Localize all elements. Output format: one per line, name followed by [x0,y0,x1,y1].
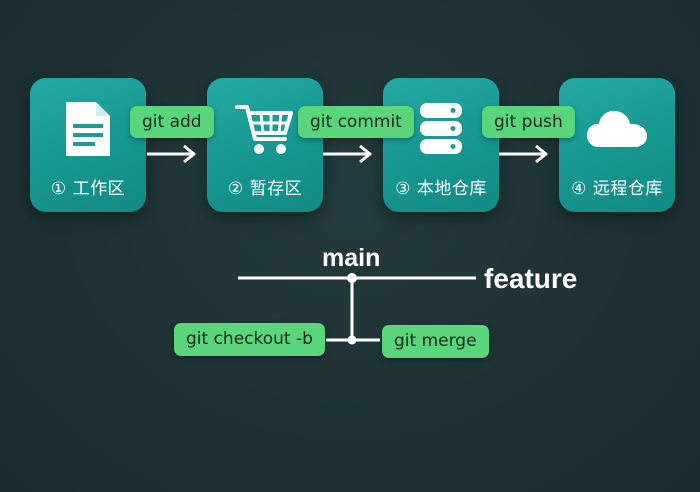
main-branch-label: main [322,244,381,272]
stage-remote-repository: ④ 远程仓库 [559,78,675,212]
git-add-command: git add [130,106,214,138]
cloud-icon [559,100,675,158]
arrow-right-icon [147,144,196,164]
document-icon [30,100,146,158]
stage-label: ④ 远程仓库 [571,179,663,199]
stage-local-repository: ③ 本地仓库 [383,78,499,212]
git-commit-command: git commit [298,106,414,138]
stage-label: ② 暂存区 [227,179,303,199]
git-checkout-command: git checkout -b [174,323,325,356]
feature-branch-label: feature [484,263,578,294]
stage-staging-area: ② 暂存区 [207,78,323,212]
shopping-cart-icon [207,100,323,158]
arrow-right-icon [499,144,548,164]
stage-label: ③ 本地仓库 [395,179,487,199]
git-push-command: git push [482,106,575,138]
stage-working-directory: ① 工作区 [30,78,146,212]
branch-node [347,335,357,345]
arrow-right-icon [323,144,372,164]
branch-node [347,273,357,283]
stage-label: ① 工作区 [50,179,126,199]
git-merge-command: git merge [382,325,489,358]
database-icon [383,100,499,158]
